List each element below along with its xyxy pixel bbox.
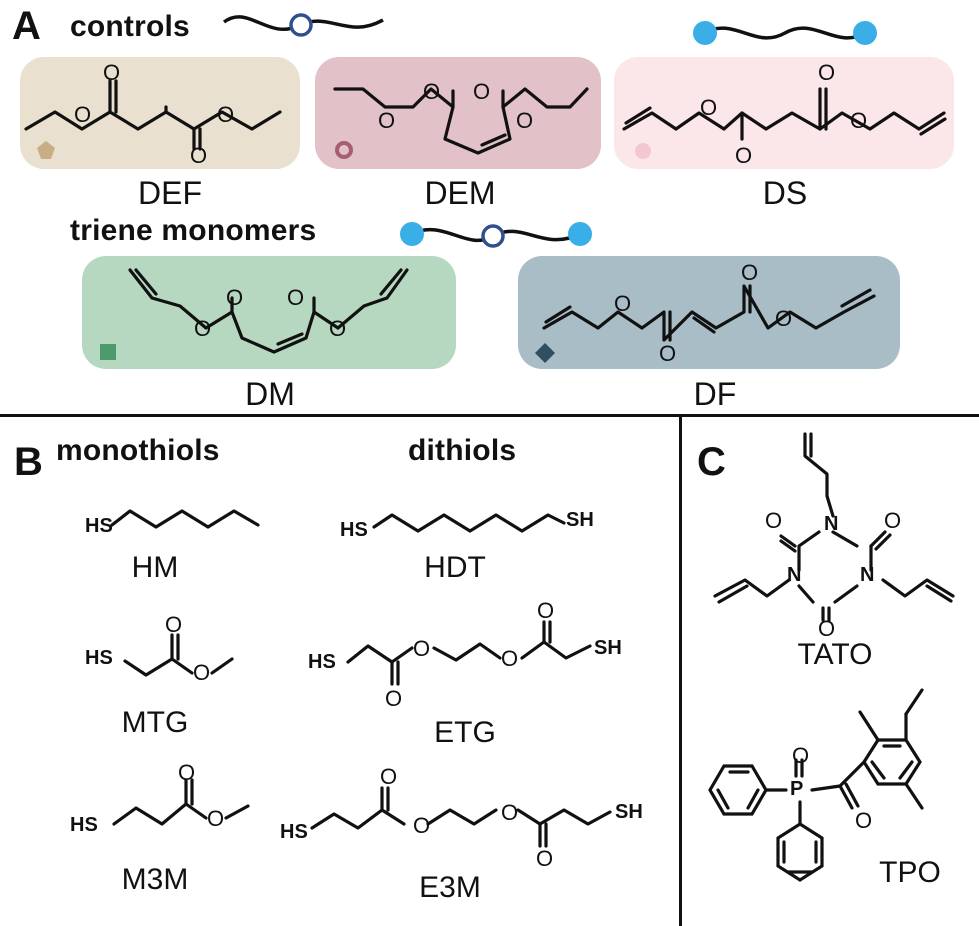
def-label: DEF <box>138 175 202 211</box>
dithiols-heading: dithiols <box>408 434 517 467</box>
m3m-structure <box>112 778 250 826</box>
panel-c-letter: C <box>697 440 726 484</box>
dem-card <box>315 57 601 169</box>
tato-atom-o-3: O <box>818 616 836 641</box>
hdt-structure <box>372 513 566 533</box>
e3m-atom-o-3: O <box>501 800 519 825</box>
tato-atom-o-1: O <box>765 508 783 533</box>
df-marker-icon <box>535 343 555 363</box>
dem-label: DEM <box>424 175 496 211</box>
ds-atom-o-1: O <box>700 95 718 120</box>
df-atom-o-2: O <box>659 341 677 366</box>
e3m-atom-o-1: O <box>380 764 398 789</box>
e3m-atom-hs: HS <box>280 821 308 843</box>
dem-atom-o-2: O <box>473 79 491 104</box>
df-label: DF <box>693 376 737 412</box>
def-atom-o-4: O <box>74 102 92 127</box>
e3m-atom-o-2: O <box>413 813 431 838</box>
etg-atom-o-1: O <box>413 636 431 661</box>
etg-atom-o-4: O <box>537 598 555 623</box>
ds-marker-icon <box>635 143 651 159</box>
mtg-atom-o-1: O <box>165 612 183 637</box>
e3m-atom-sh: SH <box>615 801 643 823</box>
tpo-atom-p: P <box>790 778 804 800</box>
df-atom-o-4: O <box>775 306 793 331</box>
panel-b-letter: B <box>14 440 43 484</box>
hm-label: HM <box>131 551 179 584</box>
horizontal-divider <box>0 414 979 417</box>
m3m-atom-o-1: O <box>178 760 196 785</box>
hdt-atom-sh: SH <box>566 509 594 531</box>
etg-atom-o-3: O <box>385 686 403 711</box>
etg-atom-hs: HS <box>308 651 336 673</box>
mtg-atom-o-2: O <box>193 660 211 685</box>
dm-atom-o-1: O <box>226 285 244 310</box>
mtg-structure <box>123 633 234 677</box>
etg-label: ETG <box>434 716 496 749</box>
etg-structure <box>346 620 592 686</box>
tpo-label: TPO <box>879 856 941 889</box>
dm-marker-icon <box>100 344 116 360</box>
mtg-label: MTG <box>121 706 189 739</box>
tato-structure <box>713 432 955 622</box>
ds-chain-icon <box>693 21 877 45</box>
dem-atom-o-3: O <box>378 108 396 133</box>
dem-marker-icon <box>335 141 353 159</box>
tato-atom-o-2: O <box>884 508 902 533</box>
ds-atom-o-4: O <box>850 108 868 133</box>
ds-label: DS <box>762 175 808 211</box>
hdt-label: HDT <box>424 551 486 584</box>
dm-atom-o-3: O <box>194 316 212 341</box>
def-marker-icon <box>37 141 55 159</box>
monothiols-heading: monothiols <box>56 434 220 467</box>
triene-chain-icon <box>400 222 592 248</box>
m3m-atom-o-2: O <box>207 806 225 831</box>
tato-atom-n-2: N <box>787 564 802 586</box>
e3m-label: E3M <box>419 871 481 904</box>
etg-atom-sh: SH <box>594 637 622 659</box>
mtg-atom-hs: HS <box>85 647 113 669</box>
dem-structure <box>333 87 589 155</box>
controls-heading: controls <box>70 10 190 43</box>
tato-atom-n-1: N <box>824 513 839 535</box>
tpo-structure <box>708 688 924 882</box>
def-atom-o-2: O <box>217 102 235 127</box>
etg-atom-o-2: O <box>501 646 519 671</box>
df-card <box>518 256 900 369</box>
dm-label: DM <box>245 376 295 412</box>
tpo-atom-o-1: O <box>792 743 810 768</box>
dm-atom-o-2: O <box>287 285 305 310</box>
def-structure <box>24 79 282 151</box>
hm-structure <box>110 509 260 529</box>
ds-card <box>614 57 954 169</box>
controls-chain-icon <box>222 13 384 37</box>
dem-atom-o-1: O <box>423 79 441 104</box>
hdt-atom-hs: HS <box>340 519 368 541</box>
hm-atom-hs: HS <box>85 515 113 537</box>
tato-atom-n-3: N <box>860 564 875 586</box>
ds-atom-o-2: O <box>735 143 753 168</box>
e3m-structure <box>310 786 612 848</box>
df-atom-o-3: O <box>741 260 759 285</box>
dm-structure <box>128 268 409 354</box>
panel-a-letter: A <box>12 4 41 48</box>
ds-structure <box>622 87 947 141</box>
df-atom-o-1: O <box>614 291 632 316</box>
df-structure <box>542 284 876 342</box>
tato-label: TATO <box>797 638 873 671</box>
dm-atom-o-4: O <box>329 316 347 341</box>
def-atom-o-3: O <box>190 143 208 168</box>
m3m-atom-hs: HS <box>70 814 98 836</box>
tpo-atom-o-2: O <box>855 808 873 833</box>
def-atom-o-1: O <box>103 60 121 85</box>
vertical-divider <box>679 414 682 926</box>
e3m-atom-o-4: O <box>536 846 554 871</box>
ds-atom-o-3: O <box>818 60 836 85</box>
dem-atom-o-4: O <box>516 108 534 133</box>
triene-heading: triene monomers <box>70 214 317 247</box>
m3m-label: M3M <box>121 863 189 896</box>
def-card <box>20 57 300 169</box>
